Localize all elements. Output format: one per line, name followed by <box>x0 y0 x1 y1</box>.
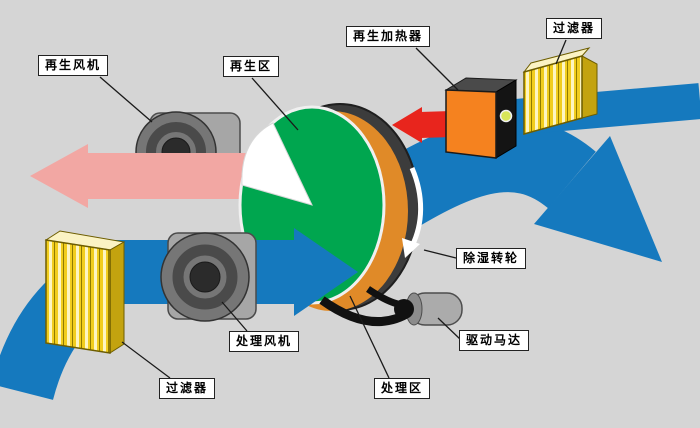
label-regeneration-heater: 再生加热器 <box>346 26 431 47</box>
dry-air-outlet-arrowhead <box>534 136 662 262</box>
leader-filter-top <box>555 39 567 65</box>
wheel-rotation-arrowhead <box>402 238 420 258</box>
filter-top-graphic <box>522 47 598 135</box>
leader-process-fan <box>221 301 248 332</box>
label-filter-top: 过滤器 <box>546 18 603 39</box>
label-process-zone: 处理区 <box>374 378 431 399</box>
leader-regen-heater <box>415 47 459 91</box>
leader-wheel <box>423 249 457 259</box>
leader-filter-bottom <box>121 341 171 379</box>
wheel-regeneration-sector <box>241 122 313 206</box>
label-filter-bottom: 过滤器 <box>159 378 216 399</box>
filter-top-pleated-face <box>523 55 583 135</box>
label-regeneration-fan: 再生风机 <box>38 55 109 76</box>
filter-bottom-pleated-face <box>45 239 111 354</box>
label-drive-motor: 驱动马达 <box>459 330 530 351</box>
heater-front-face <box>445 89 497 159</box>
label-process-fan: 处理风机 <box>229 331 300 352</box>
process-fan-graphic <box>160 232 257 322</box>
label-regeneration-zone: 再生区 <box>223 56 280 77</box>
drive-belt-and-motor <box>319 286 463 327</box>
leader-regen-fan <box>99 76 153 123</box>
process-fan-inlet-ring-inner <box>172 244 238 310</box>
filter-bottom-side-face <box>109 241 125 354</box>
leader-lines <box>99 39 567 379</box>
hot-air-arrowhead <box>392 107 422 143</box>
leader-motor <box>437 317 462 341</box>
regeneration-heater-graphic <box>444 77 518 159</box>
leader-regen-zone <box>251 77 299 131</box>
leader-process-zone <box>349 295 390 379</box>
motor-pulley <box>394 299 414 319</box>
process-air-arrowhead <box>294 228 358 316</box>
filter-top-side-face <box>581 55 598 119</box>
filter-bottom-graphic <box>44 230 126 354</box>
regen-exhaust-arrowhead <box>30 144 88 208</box>
process-fan-hub <box>189 261 221 293</box>
wheel-rotation-arrow <box>409 167 424 248</box>
label-dehumidification-wheel: 除湿转轮 <box>456 248 527 269</box>
heater-indicator-light <box>499 109 513 123</box>
